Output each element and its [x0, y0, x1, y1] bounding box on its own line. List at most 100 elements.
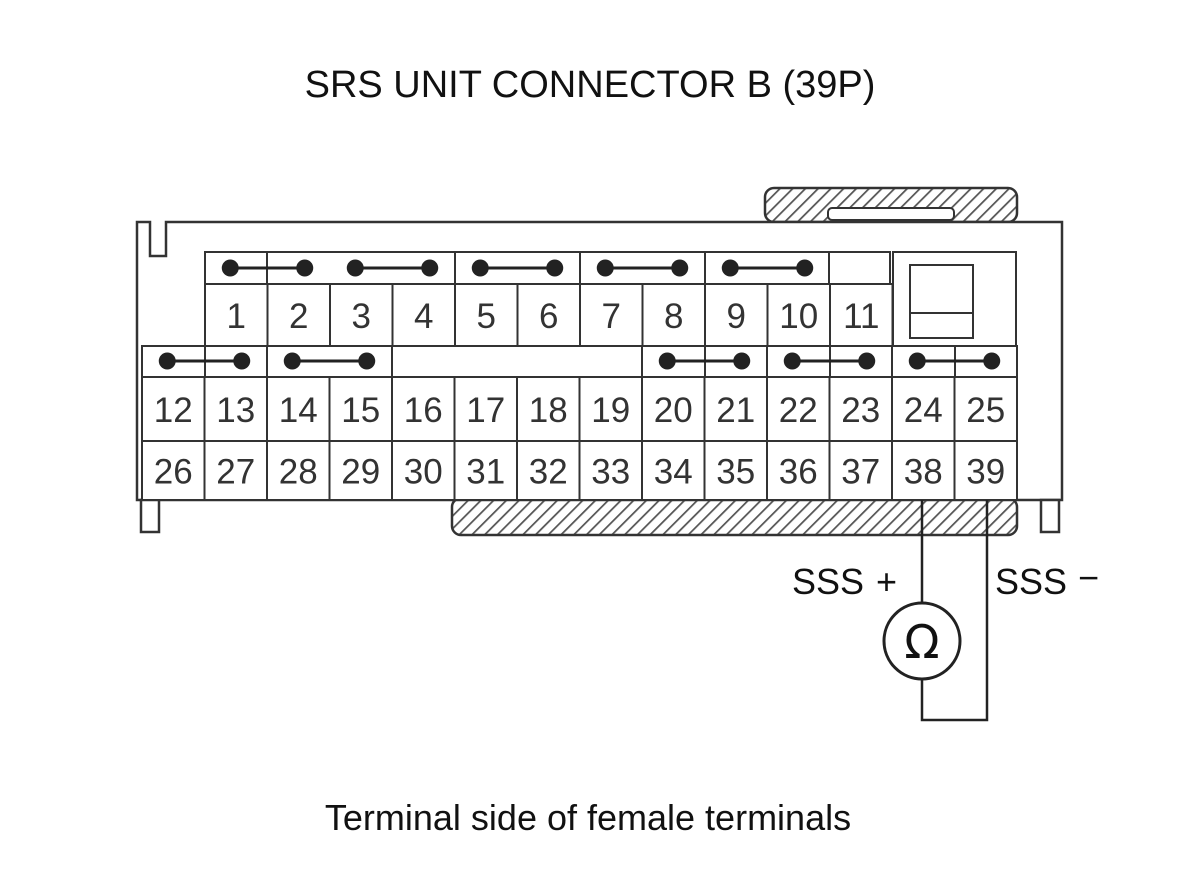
housing-foot-left [139, 498, 161, 534]
terminal-35: 35 [716, 453, 755, 492]
short-bar-contact [796, 259, 814, 277]
terminal-cavity [766, 283, 831, 347]
diagram-caption: Terminal side of female terminals [325, 797, 851, 838]
short-bar-contact [358, 352, 376, 370]
terminal-26: 26 [154, 453, 193, 492]
terminal-cavity [641, 283, 706, 347]
terminal-cavity [703, 376, 768, 442]
terminal-cavity [266, 440, 331, 501]
probe-negative-label: SSS [995, 561, 1067, 602]
bottom-lock-bar [450, 496, 1019, 537]
terminal-4: 4 [414, 297, 433, 336]
ohmmeter-symbol [882, 601, 962, 681]
terminal-cavity [329, 283, 394, 347]
probe-positive-sign: + [876, 561, 897, 602]
blank-cavity-top [828, 251, 891, 285]
terminal-21: 21 [716, 391, 755, 430]
terminal-cavity [829, 283, 894, 347]
terminal-25: 25 [966, 391, 1005, 430]
terminal-cavity [641, 440, 706, 501]
terminal-20: 20 [654, 391, 693, 430]
terminal-14: 14 [279, 391, 318, 430]
terminal-28: 28 [279, 453, 318, 492]
terminal-cavity [703, 440, 768, 501]
terminal-5: 5 [477, 297, 496, 336]
terminal-22: 22 [779, 391, 818, 430]
terminal-16: 16 [404, 391, 443, 430]
probe-negative-sign: − [1078, 557, 1099, 598]
short-bar-contact [658, 352, 676, 370]
terminal-31: 31 [466, 453, 505, 492]
short-bar-contact [296, 259, 314, 277]
terminal-cavity [266, 376, 331, 442]
terminal-3: 3 [352, 297, 371, 336]
terminal-27: 27 [216, 453, 255, 492]
terminal-11: 11 [843, 297, 879, 336]
short-bar-contact [221, 259, 239, 277]
terminal-cavity [391, 283, 456, 347]
terminal-29: 29 [341, 453, 380, 492]
terminal-19: 19 [591, 391, 630, 430]
short-bar-contact [671, 259, 689, 277]
housing-foot-right [1039, 498, 1061, 534]
terminal-18: 18 [529, 391, 568, 430]
terminal-34: 34 [654, 453, 693, 492]
terminal-cavity [391, 440, 456, 501]
terminal-37: 37 [841, 453, 880, 492]
terminal-7: 7 [602, 297, 621, 336]
short-bar-contact [158, 352, 176, 370]
short-bar-contact [596, 259, 614, 277]
terminal-cavity [641, 376, 706, 442]
short-bar-contact [546, 259, 564, 277]
terminal-38: 38 [904, 453, 943, 492]
terminal-8: 8 [664, 297, 683, 336]
terminal-33: 33 [591, 453, 630, 492]
short-bar-contact [346, 259, 364, 277]
terminal-cavity [204, 283, 269, 347]
terminal-cavity [766, 440, 831, 501]
short-bar-contact [471, 259, 489, 277]
terminal-6: 6 [539, 297, 558, 336]
terminal-23: 23 [841, 391, 880, 430]
terminal-39: 39 [966, 453, 1005, 492]
short-bar-contact [983, 352, 1001, 370]
terminal-cavity [141, 376, 206, 442]
terminal-17: 17 [466, 391, 505, 430]
top-lock-tab [763, 186, 1019, 224]
terminal-cavity [141, 440, 206, 501]
short-bar-contact [721, 259, 739, 277]
terminal-cavity [828, 440, 893, 501]
short-bar-contact [783, 352, 801, 370]
terminal-cavity [578, 376, 643, 442]
short-bar-contact [908, 352, 926, 370]
terminal-9: 9 [727, 297, 746, 336]
row2-shortbar-strip [141, 345, 1018, 378]
terminal-15: 15 [341, 391, 380, 430]
terminal-cavity [516, 283, 581, 347]
terminal-2: 2 [289, 297, 308, 336]
terminal-24: 24 [904, 391, 943, 430]
short-bar-contact [858, 352, 876, 370]
terminal-10: 10 [779, 297, 818, 336]
probe-positive-label: SSS [792, 561, 864, 602]
terminal-30: 30 [404, 453, 443, 492]
terminal-cavity [203, 376, 268, 442]
short-bar-contact [283, 352, 301, 370]
terminal-cavity [453, 440, 518, 501]
terminal-cavity [454, 283, 519, 347]
terminal-12: 12 [154, 391, 193, 430]
ohm-icon: Ω [904, 615, 939, 669]
terminal-cavity [328, 376, 393, 442]
terminal-32: 32 [529, 453, 568, 492]
diagram-title: SRS UNIT CONNECTOR B (39P) [305, 64, 876, 106]
terminal-36: 36 [779, 453, 818, 492]
terminal-13: 13 [216, 391, 255, 430]
lock-window [892, 251, 1017, 347]
terminal-cavity [766, 376, 831, 442]
terminal-cavity [828, 376, 893, 442]
terminal-cavity [391, 376, 456, 442]
probe-wiring: Ω [882, 500, 989, 722]
short-bar-contact [421, 259, 439, 277]
short-bar-contact [233, 352, 251, 370]
